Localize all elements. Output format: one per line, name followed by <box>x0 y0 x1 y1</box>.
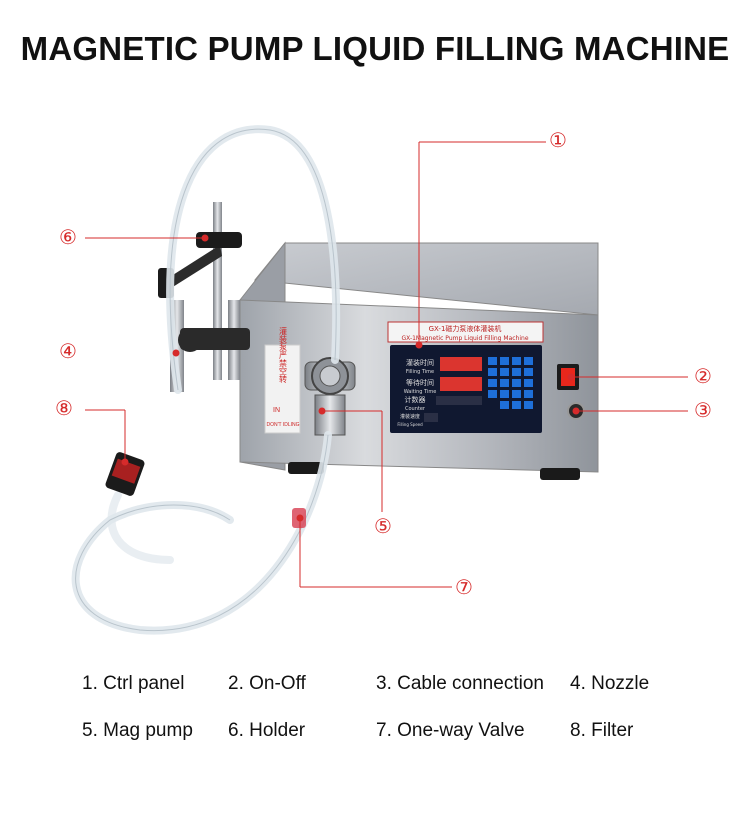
legend-item-ctrl-panel: 1. Ctrl panel <box>82 673 185 694</box>
speed-display <box>424 413 438 422</box>
filling-time-display <box>440 357 482 371</box>
legend-item-cable-connection: 3. Cable connection <box>376 673 544 694</box>
callout-7: ⑦ <box>455 577 473 599</box>
label-waiting-time-en: Waiting Time <box>404 389 437 395</box>
panel-header-cn: GX-1磁力泵液体灌装机 <box>429 324 502 333</box>
page-title: MAGNETIC PUMP LIQUID FILLING MACHINE <box>20 30 730 67</box>
callout-8: ⑧ <box>55 398 73 420</box>
holder <box>158 202 250 392</box>
callout-2: ② <box>694 366 712 388</box>
tubing-outline <box>75 128 337 632</box>
waiting-time-display <box>440 377 482 391</box>
callout-1: ① <box>549 130 567 152</box>
label-filling-time-cn: 灌装时间 <box>406 358 434 367</box>
callout-3: ③ <box>694 400 712 422</box>
callout-4: ④ <box>59 341 77 363</box>
callout-lines <box>85 141 688 588</box>
callout-5: ⑤ <box>374 516 392 538</box>
machine-illustration: GX-1磁力泵液体灌装机 GX-1Magnetic Pump Liquid Fi… <box>71 125 688 635</box>
legend-item-holder: 6. Holder <box>228 720 306 741</box>
side-label-warning: DON'T IDLING <box>266 422 299 428</box>
label-counter-cn: 计数器 <box>405 395 426 404</box>
panel-header-en: GX-1Magnetic Pump Liquid Filling Machine <box>401 335 528 342</box>
legend-item-on-off: 2. On-Off <box>228 673 306 694</box>
label-counter-en: Counter <box>405 406 426 412</box>
legend-item-filter: 8. Filter <box>570 720 634 741</box>
side-label-cn: 灌装泵严禁空转 <box>279 326 288 384</box>
counter-display <box>436 396 482 405</box>
label-speed-en: Filling Speed <box>397 422 423 427</box>
legend-item-nozzle: 4. Nozzle <box>570 673 650 694</box>
magnetic-pump <box>304 357 356 436</box>
keypad <box>488 357 533 409</box>
legend-item-mag-pump: 5. Mag pump <box>82 720 193 741</box>
legend-item-one-way-valve: 7. One-way Valve <box>376 720 525 741</box>
label-filling-time-en: Filling Time <box>406 369 434 375</box>
side-label: 灌装泵严禁空转 IN DON'T IDLING <box>264 326 301 434</box>
label-speed-cn: 灌装速度 <box>400 413 420 420</box>
filter <box>105 452 145 496</box>
control-panel: GX-1磁力泵液体灌装机 GX-1Magnetic Pump Liquid Fi… <box>387 321 544 433</box>
label-waiting-time-cn: 等待时间 <box>406 378 434 387</box>
side-label-in: IN <box>273 407 280 414</box>
callout-6: ⑥ <box>59 227 77 249</box>
